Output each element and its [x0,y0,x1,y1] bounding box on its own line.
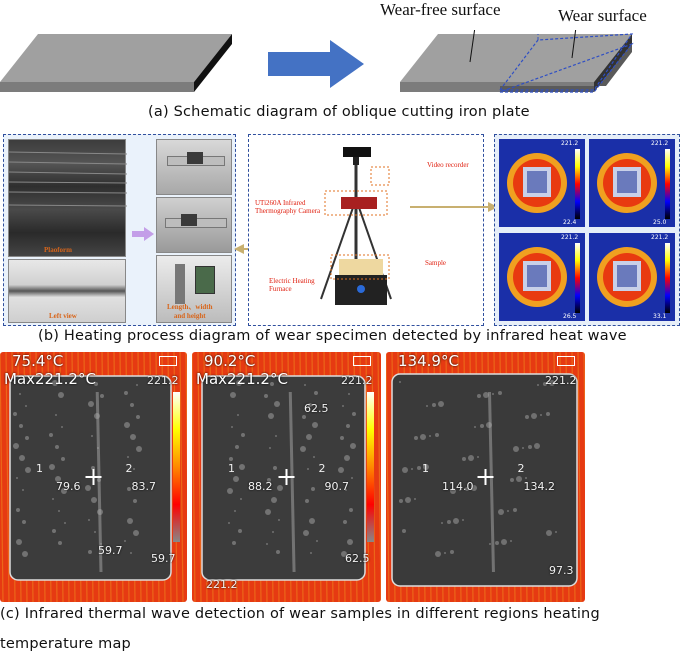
thumbnail-min-value: 25.0 [653,219,667,226]
thumbnail-min-value: 22.4 [563,219,577,226]
scale-max-value: 221.2 [341,374,373,387]
thumbnail-max-value: 221.2 [561,140,579,147]
scale-min-value: 62.5 [345,552,370,565]
hot-spot-value: 59.7 [98,544,123,557]
point-1-marker: 1 [228,462,235,475]
center-temperature: 90.2°C [204,352,256,370]
point-2-marker: 2 [517,462,525,475]
max-temperature: Max221.2°C [4,370,96,388]
platform-label: Plaoform [44,246,72,254]
thermal-thumbnail: 221.2 33.1 [589,233,675,321]
point-1-value: 114.0 [442,480,474,493]
video-recorder-label: Video recorder [427,161,469,169]
caption-b: (b) Heating process diagram of wear spec… [38,328,627,344]
camera-label: UTi260A Infrared Thermography Camera [255,199,321,215]
point-1-marker: 1 [422,462,429,475]
thumbnail-max-value: 221.2 [651,234,669,241]
center-temperature: 134.9°C [398,352,459,370]
furnace-label: Electric Heating Furnace [269,277,315,293]
point-2-value: 90.7 [324,480,350,493]
caption-c-line2: temperature map [0,636,131,652]
wear-free-surface-label: Wear-free surface [380,0,501,19]
tripod-setup-illustration [320,147,392,305]
caption-c-line1: (c) Infrared thermal wave detection of w… [0,606,600,622]
point-2-value: 134.2 [523,480,556,493]
lower-left-value: 221.2 [206,578,238,591]
scale-max-value: 221.2 [147,374,179,387]
point-1-value: 79.6 [56,480,81,493]
max-temperature: Max221.2°C [196,370,288,388]
photo-flow-arrow [132,227,154,241]
thermal-thumbnail: 221.2 26.5 [499,233,585,321]
point-1-value: 88.2 [248,480,273,493]
thermal-thumbnail: 221.2 25.0 [589,139,675,227]
thumbnail-max-value: 221.2 [561,234,579,241]
transform-arrow [268,40,364,88]
dimensions-label: Length、width and height [167,303,213,320]
center-temperature: 75.4°C [12,352,64,370]
point-2-value: 83.7 [131,480,157,493]
caption-a: (a) Schematic diagram of oblique cutting… [148,104,530,120]
intact-plate-illustration [0,34,232,92]
thumbnail-min-value: 33.1 [653,313,667,320]
point-1-marker: 1 [36,462,43,475]
scale-min-value: 59.7 [151,552,176,565]
sample-photo-box: Plaoform Left view Length、width and heig… [3,134,236,326]
caliper-photo-2 [156,197,232,253]
caliper-photo-1 [156,139,232,195]
left-view-photo: Left view [8,259,126,323]
panel-a: Wear-free surface Wear surface (a) Schem… [0,0,685,130]
point-2-marker: 2 [318,462,326,475]
thumbnail-max-value: 221.2 [651,140,669,147]
camera-to-thermal-arrow [410,202,498,212]
thumbnail-min-value: 26.5 [563,313,577,320]
thermal-thumbnail: 221.2 22.4 [499,139,585,227]
worn-plate-illustration [400,30,634,93]
scale-min-value: 97.3 [549,564,574,577]
platform-photo: Plaoform [8,139,127,257]
setup-box: Video recorder UTi260A Infrared Thermogr… [248,134,484,326]
cold-spot-value: 62.5 [304,402,329,415]
wear-surface-label: Wear surface [558,6,647,25]
sample-label: Sample [425,259,446,267]
panel-b: Plaoform Left view Length、width and heig… [0,130,685,352]
point-2-marker: 2 [125,462,133,475]
infrared-map: 134.9°C 221.2 1 114.0 2 134.2 97.3 [386,352,585,602]
left-view-label: Left view [49,312,77,320]
caliper-photo-3: Length、width and height [156,255,232,323]
scale-max-value: 221.2 [545,374,577,387]
